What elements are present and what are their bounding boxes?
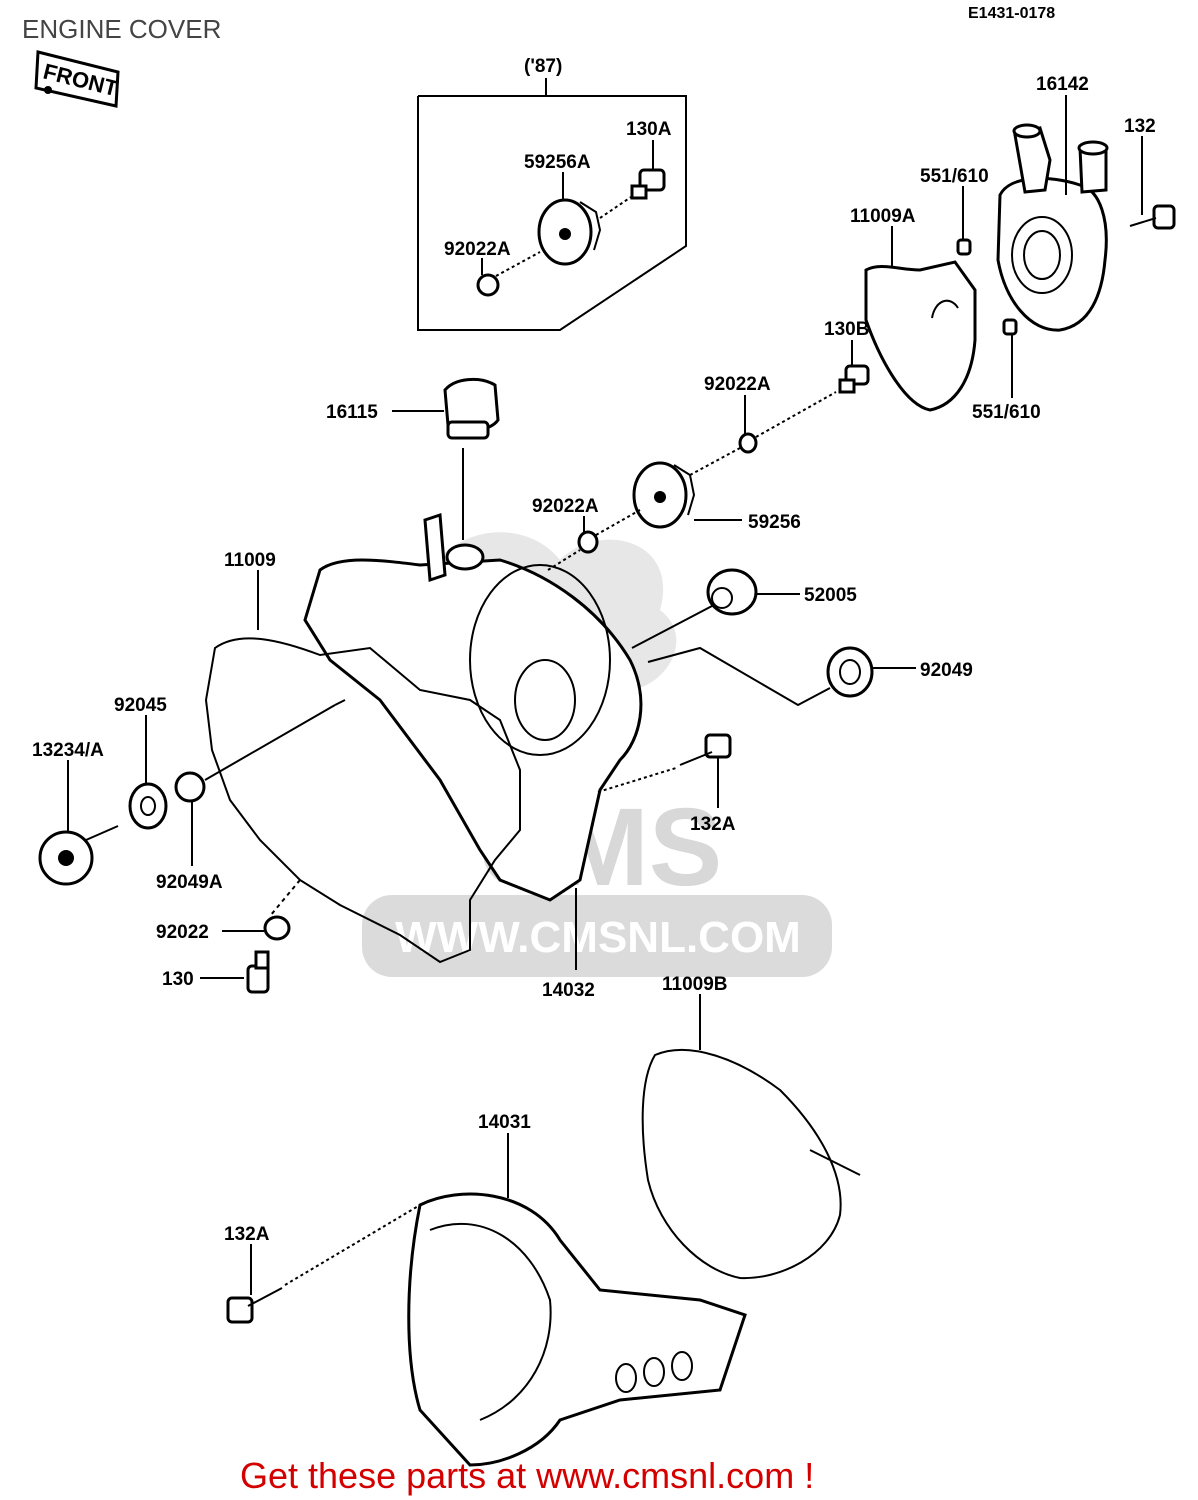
part-92022A-group-washer [476,251,541,297]
label-92022A-upper: 92022A [704,374,771,395]
part-92049A-seal [174,704,336,803]
label-14032: 14032 [542,980,595,1001]
part-16115-oil-cap [443,377,500,540]
part-92022A-mid-washer [547,509,641,571]
part-92022A-upper-washer [689,391,837,476]
group-87-box: ('87) [417,56,687,331]
label-92022A-mid: 92022A [532,496,599,517]
label-59256: 59256 [748,512,801,533]
diagram-title: ENGINE COVER [22,14,221,44]
label-551-610-b: 551/610 [972,402,1041,423]
label-132A-right: 132A [690,814,736,835]
footer-link-text[interactable]: Get these parts at www.cmsnl.com ! [240,1455,814,1496]
part-14031-cover [407,1192,747,1467]
part-132-bolt [1129,204,1176,230]
label-11009: 11009 [224,550,276,571]
label-16115: 16115 [326,402,378,423]
label-16142: 16142 [1036,74,1089,95]
label-14031: 14031 [478,1112,531,1133]
label-92022A-group: 92022A [444,239,511,260]
leader-lines [67,95,1143,1295]
front-arrow-tag: FRONT [34,50,121,108]
part-11009A-gasket [864,260,977,412]
part-92045-bearing [128,782,168,830]
part-92049-bearing [647,646,874,707]
part-11009B-gasket [641,1048,861,1280]
label-92045: 92045 [114,695,167,716]
label-132A-bottom: 132A [224,1224,270,1245]
part-551-610-dowels [956,238,1018,336]
part-16142-pump-cover [996,123,1109,332]
label-11009B: 11009B [662,974,728,995]
label-132: 132 [1124,116,1156,137]
label-52005: 52005 [804,585,857,606]
label-551-610-a: 551/610 [920,166,989,187]
part-labels: 16142 132 551/610 11009A 130A 59256A 920… [32,74,1156,1245]
label-11009A: 11009A [850,206,916,227]
label-130B: 130B [824,319,869,340]
part-13234A-sprocket [38,825,119,886]
part-130-bolt [246,950,270,994]
part-130A-bolt [599,168,666,219]
part-130B-bolt [838,364,870,394]
label-13234A: 13234/A [32,740,104,761]
group-87-label: ('87) [524,56,562,77]
label-130A: 130A [626,119,672,140]
label-92049A: 92049A [156,872,223,893]
part-14032-clutch-cover [303,512,643,902]
part-132A-bolt-bottom [226,1204,421,1324]
part-132A-bolt-right [597,733,732,793]
label-92049: 92049 [920,660,973,681]
diagram-code: E1431-0178 [968,5,1055,22]
part-11009-gasket [204,637,521,964]
part-59256A-gear [537,198,602,266]
part-52005-seal [631,568,758,649]
label-59256A: 59256A [524,152,591,173]
part-59256-gear [632,461,696,529]
label-130: 130 [162,969,194,990]
part-92022-washer [263,915,291,941]
label-92022: 92022 [156,922,209,943]
